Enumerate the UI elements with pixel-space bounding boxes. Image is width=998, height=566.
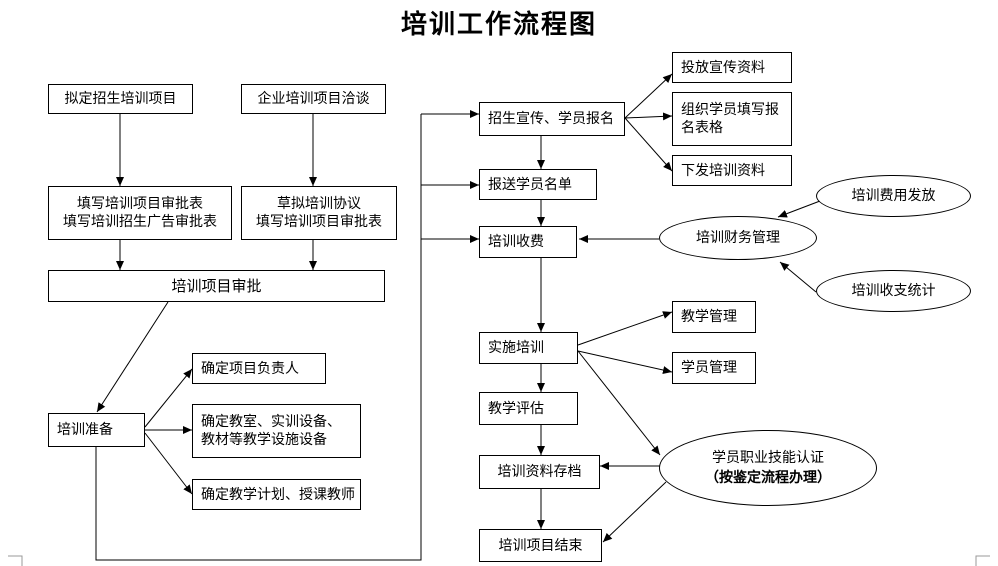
node-label: 学员管理 [681,360,737,376]
arrow-promo-to-material [624,73,673,119]
node-submit-list: 报送学员名单 [479,169,597,200]
arrow-cert-to-end [602,481,667,543]
node-label: 培训准备 [57,422,113,438]
node-classroom-equipment: 确定教室、实训设备、教材等教学设施设备 [192,404,361,458]
arrow-impl-to-cert [577,350,661,456]
arrow-promo-to-issue [624,117,673,172]
arrow-promo-to-form [624,112,673,121]
node-label: 培训收支统计 [851,283,936,299]
node-income-stats: 培训收支统计 [816,270,971,312]
node-project-approval: 培训项目审批 [48,270,385,302]
corner-mark-right [975,555,990,566]
node-label: 投放宣传资料 [681,59,765,76]
node-plan-recruit-training: 拟定招生培训项目 [48,84,193,114]
node-project-end: 培训项目结束 [479,529,602,562]
arrow-prep-to-leader [144,368,193,428]
node-label: 教学管理 [681,309,737,325]
arrow-approve-to-prep [96,301,169,413]
node-label: 组织学员填写报名表格 [681,102,779,136]
node-label: 确定教学计划、授课教师 [201,486,355,503]
node-archive-materials: 培训资料存档 [479,455,600,489]
arrow-stat-to-finance [779,261,817,293]
arrow-impl-to-teach [577,311,673,346]
diagram-title: 培训工作流程图 [400,10,597,40]
node-fee-collection: 培训收费 [479,226,577,258]
node-label: （按鉴定流程办理） [705,470,831,486]
node-label: 教学评估 [488,400,544,417]
node-label: 培训费用发放 [851,188,936,204]
corner-mark-left [8,555,23,566]
arrow-impl-to-student [577,350,673,374]
node-label: 培训财务管理 [696,230,780,246]
node-teaching-plan: 确定教学计划、授课教师 [192,479,361,510]
node-teaching-mgmt: 教学管理 [672,301,756,333]
node-teaching-evaluation: 教学评估 [479,392,578,425]
node-fill-approval-forms: 填写培训项目审批表 填写培训招生广告审批表 [48,186,232,240]
node-label: 填写培训项目审批表 [256,214,382,230]
node-label: 招生宣传、学员报名 [488,111,614,127]
node-distribute-promo: 投放宣传资料 [672,52,792,83]
node-fee-disbursement: 培训费用发放 [816,175,971,217]
node-label: 填写培训项目审批表 [77,196,203,212]
node-label: 培训项目审批 [171,277,262,295]
node-label: 实施培训 [488,340,544,356]
node-label: 培训项目结束 [498,537,583,554]
node-label: 培训资料存档 [497,464,582,480]
node-student-mgmt: 学员管理 [672,352,756,384]
node-training-prep: 培训准备 [48,413,145,447]
node-label: 拟定招生培训项目 [64,91,177,107]
node-label: 草拟培训协议 [277,196,361,212]
node-promo-enrollment: 招生宣传、学员报名 [479,102,625,136]
node-assign-leader: 确定项目负责人 [192,353,326,384]
node-organize-forms: 组织学员填写报名表格 [672,92,792,146]
node-draft-agreement: 草拟培训协议 填写培训项目审批表 [241,186,397,240]
arrow-pay-to-finance [777,200,821,218]
node-label: 报送学员名单 [488,176,572,193]
node-skill-certification: 学员职业技能认证 （按鉴定流程办理） [659,430,877,506]
node-label: 学员职业技能认证 [712,450,824,466]
node-issue-materials: 下发培训资料 [672,155,792,186]
arrow-prep-to-teacher [144,432,193,495]
node-label: 确定教室、实训设备、教材等教学设施设备 [201,414,341,448]
node-label: 企业培训项目洽谈 [257,91,370,107]
node-label: 培训收费 [488,234,544,250]
node-label: 确定项目负责人 [201,360,299,377]
node-label: 填写培训招生广告审批表 [63,214,217,230]
node-label: 下发培训资料 [681,162,765,179]
node-finance-mgmt: 培训财务管理 [659,216,817,260]
node-implement-training: 实施培训 [479,332,578,364]
connector-prep-to-trunk [95,114,422,561]
node-enterprise-negotiation: 企业培训项目洽谈 [241,84,386,114]
